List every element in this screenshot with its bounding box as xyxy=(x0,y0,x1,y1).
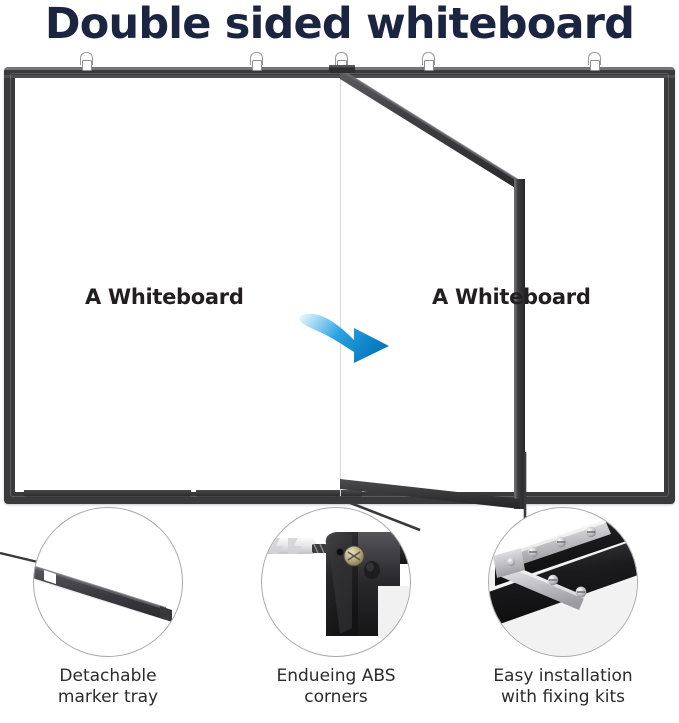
page-title: Double sided whiteboard xyxy=(44,0,635,49)
arrow-shape xyxy=(299,313,389,363)
callout-caption: Endueing ABS corners xyxy=(228,666,444,708)
callout-caption-line1: Easy installation xyxy=(493,666,633,686)
callout-caption: Easy installation with fixing kits xyxy=(455,666,671,708)
frame-rail-lower xyxy=(489,539,637,628)
marker-tray-detail-icon xyxy=(34,565,172,622)
callout-circle xyxy=(488,507,638,657)
tray-body xyxy=(34,566,166,620)
marker-tray xyxy=(196,490,362,496)
clip-pad xyxy=(589,60,600,71)
fixing-kit-detail-icon xyxy=(489,511,637,656)
callout-caption-line1: Detachable xyxy=(59,666,157,686)
center-hinge-line xyxy=(340,71,341,496)
callout-abs-corners: Endueing ABS corners xyxy=(228,505,444,723)
tray-bevel xyxy=(34,565,166,610)
rotating-panel xyxy=(329,65,525,509)
panel-top-bevel xyxy=(340,68,520,183)
panel-right-bevel xyxy=(514,179,517,509)
callout-caption-line1: Endueing ABS xyxy=(276,666,396,686)
screw-cross-slot xyxy=(347,551,361,561)
hook-icon xyxy=(422,52,435,65)
steel-bracket-arm xyxy=(499,562,585,610)
flip-direction-arrow xyxy=(299,313,389,363)
feature-callouts: Detachable marker tray xyxy=(0,505,679,723)
corner-hole xyxy=(336,548,344,556)
board-surface-sliver xyxy=(378,586,410,638)
wall-anchor xyxy=(262,538,316,554)
hook-icon xyxy=(335,52,348,65)
clip-pad xyxy=(251,60,262,71)
tray-detach-notch xyxy=(44,570,56,584)
panel-right-rail xyxy=(514,179,525,509)
whiteboard-surface xyxy=(15,78,664,492)
hook-icon xyxy=(588,52,601,65)
panel-top-rail xyxy=(340,69,520,191)
callout-circle xyxy=(261,507,411,657)
bracket-screws xyxy=(506,526,597,598)
callout-caption-line2: corners xyxy=(304,687,368,707)
whiteboard-illustration: A Whiteboard A Whiteboard xyxy=(0,52,679,510)
clip-pad xyxy=(81,60,92,71)
board-label-left: A Whiteboard xyxy=(85,285,244,309)
hanging-clip xyxy=(249,52,263,71)
hook-icon xyxy=(80,52,93,65)
callout-caption: Detachable marker tray xyxy=(0,666,216,708)
callout-caption-line2: marker tray xyxy=(57,687,159,707)
hook-icon xyxy=(250,52,263,65)
marker-tray xyxy=(24,490,191,496)
hanging-clip xyxy=(587,52,601,71)
hanging-clip xyxy=(79,52,93,71)
hanging-clip xyxy=(421,52,435,71)
hinge-block-bevel xyxy=(329,65,355,68)
panel-bottom-rail xyxy=(340,479,520,509)
board-label-right: A Whiteboard xyxy=(432,285,591,309)
callout-circle xyxy=(33,507,183,657)
callout-fixing-kits: Easy installation with fixing kits xyxy=(455,505,671,723)
callout-detachable-marker-tray: Detachable marker tray xyxy=(0,505,216,723)
abs-corner-detail-icon xyxy=(262,532,410,638)
clip-pad xyxy=(423,60,434,71)
callout-caption-line2: with fixing kits xyxy=(500,687,626,707)
tray-end-cap xyxy=(160,606,172,622)
